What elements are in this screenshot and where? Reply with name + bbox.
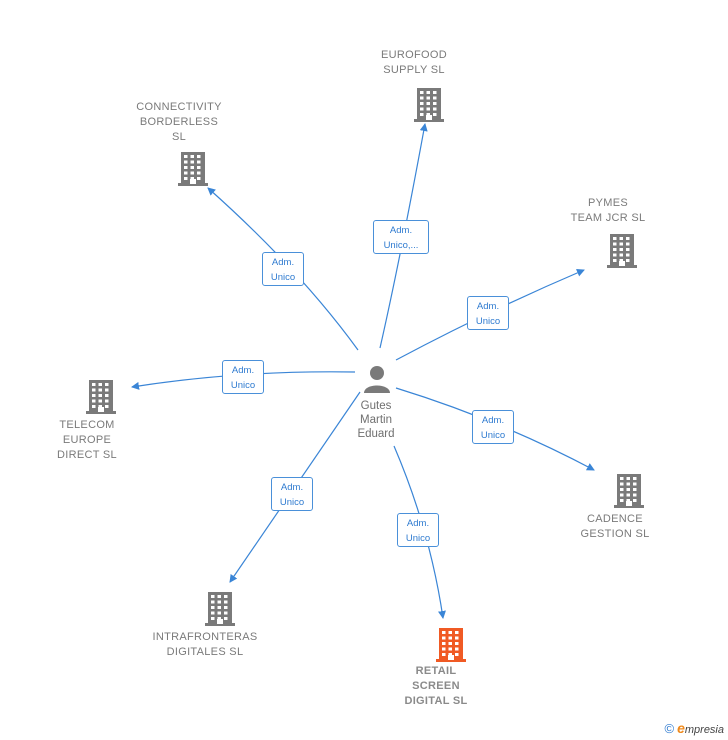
relation-badge-cadence[interactable]: Adm. Unico bbox=[472, 410, 514, 444]
company-label-retail[interactable]: RETAIL SCREEN DIGITAL SL bbox=[404, 665, 468, 707]
building-icon[interactable] bbox=[86, 378, 116, 414]
company-label-intrafronteras[interactable]: INTRAFRONTERAS DIGITALES SL bbox=[152, 631, 258, 658]
person-icon bbox=[361, 363, 393, 395]
building-icon[interactable] bbox=[607, 232, 637, 268]
building-icon[interactable] bbox=[614, 472, 644, 508]
company-label-telecom[interactable]: TELECOM EUROPE DIRECT SL bbox=[57, 419, 117, 461]
building-icon[interactable] bbox=[436, 626, 466, 662]
company-label-pymes[interactable]: PYMES TEAM JCR SL bbox=[570, 197, 646, 224]
footer-brand: ©empresia bbox=[664, 720, 724, 736]
relation-badge-retail[interactable]: Adm. Unico bbox=[397, 513, 439, 547]
company-label-connectivity[interactable]: CONNECTIVITY BORDERLESS SL bbox=[136, 101, 222, 143]
relation-badge-eurofood[interactable]: Adm. Unico,... bbox=[373, 220, 429, 254]
center-person-name[interactable]: Gutes Martin Eduard bbox=[357, 400, 395, 440]
brand-name: mpresia bbox=[684, 724, 724, 736]
relation-badge-telecom[interactable]: Adm. Unico bbox=[222, 360, 264, 394]
company-label-eurofood[interactable]: EUROFOOD SUPPLY SL bbox=[381, 49, 447, 76]
building-icon[interactable] bbox=[414, 86, 444, 122]
building-icon[interactable] bbox=[178, 150, 208, 186]
copyright-symbol: © bbox=[664, 721, 675, 736]
relation-badge-intrafronteras[interactable]: Adm. Unico bbox=[271, 477, 313, 511]
brand-logo-icon: e bbox=[677, 720, 685, 736]
company-label-cadence[interactable]: CADENCE GESTION SL bbox=[580, 513, 650, 540]
building-icon[interactable] bbox=[205, 590, 235, 626]
relation-badge-connectivity[interactable]: Adm. Unico bbox=[262, 252, 304, 286]
relation-badge-pymes[interactable]: Adm. Unico bbox=[467, 296, 509, 330]
